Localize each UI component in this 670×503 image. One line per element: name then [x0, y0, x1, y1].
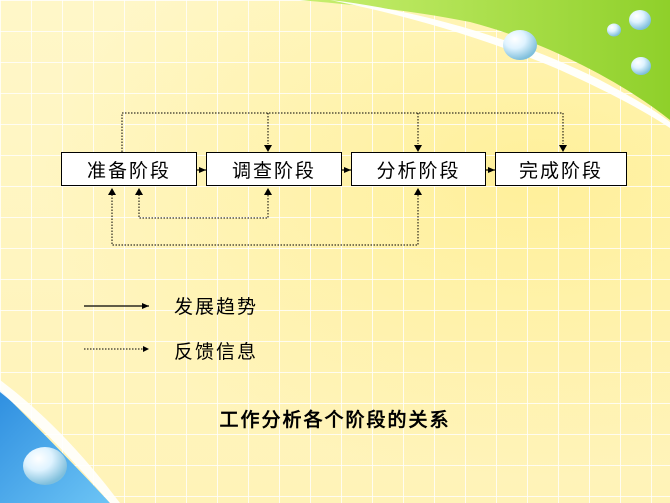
stage-box-survey: 调查阶段 [206, 152, 342, 186]
arrowhead-inner-survey [264, 188, 272, 195]
arrowhead-inner-prep [135, 188, 143, 195]
arrowhead-top-survey [264, 145, 272, 152]
legend-dotted-arrowhead [143, 346, 149, 352]
water-drop-bottom-left [23, 447, 67, 485]
feedback-top-bus [121, 112, 564, 152]
diagram-caption: 工作分析各个阶段的关系 [219, 409, 451, 431]
stage-box-completion: 完成阶段 [495, 152, 627, 186]
bottom-left-white-band [0, 380, 120, 503]
arrowhead-top-completion [559, 145, 567, 152]
stage-box-analysis: 分析阶段 [351, 152, 486, 186]
water-drop-medium [629, 10, 651, 30]
water-drop-small [607, 23, 621, 37]
top-right-green-swoosh [300, 0, 670, 120]
stage-box-preparation: 准备阶段 [61, 152, 197, 186]
legend-label-feedback-info: 反馈信息 [174, 341, 259, 363]
feedback-inner-loop [138, 195, 269, 219]
arrowhead-outer-analysis [414, 188, 422, 195]
arrowhead-top-analysis [414, 145, 422, 152]
water-drop-right [631, 57, 651, 75]
water-drop-large [503, 30, 537, 60]
arrowhead-outer-prep [108, 188, 116, 195]
legend-label-development-trend: 发展趋势 [174, 296, 259, 318]
feedback-outer-loop [111, 195, 419, 246]
